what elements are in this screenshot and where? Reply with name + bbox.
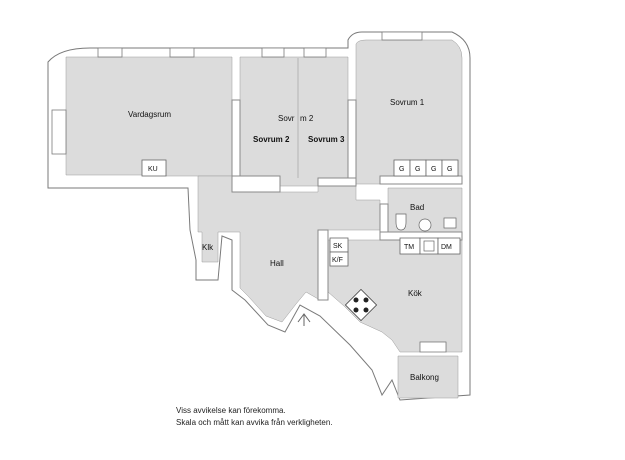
- stove-icon: [344, 288, 378, 322]
- label-dm: DM: [441, 244, 452, 251]
- label-sovrum-2: Sovrum 2: [253, 135, 290, 144]
- label-g-2: G: [415, 166, 420, 173]
- sink-icon: [423, 240, 435, 252]
- window: [261, 47, 285, 58]
- label-g-3: G: [431, 166, 436, 173]
- toilet-icon: [395, 213, 407, 231]
- label-ku: KU: [148, 166, 158, 173]
- wardrobes: [393, 159, 459, 177]
- disclaimer: Viss avvikelse kan förekomma. Skala och …: [176, 405, 333, 429]
- storage-units: [329, 237, 349, 267]
- window: [97, 47, 123, 58]
- washbasin-icon: [418, 218, 432, 232]
- label-sovrum-2-split-b: m 2: [300, 114, 314, 123]
- disclaimer-line-2: Skala och mått kan avvika från verklighe…: [176, 418, 333, 427]
- label-kok: Kök: [408, 289, 423, 298]
- entrance-arrow-icon: [297, 313, 311, 326]
- ku-box: [141, 159, 167, 177]
- window: [169, 47, 195, 58]
- room-kok: [327, 239, 463, 353]
- label-sk: SK: [333, 243, 343, 250]
- disclaimer-line-1: Viss avvikelse kan förekomma.: [176, 406, 286, 415]
- label-balkong: Balkong: [410, 373, 439, 382]
- label-vardagsrum: Vardagsrum: [128, 110, 171, 119]
- label-bad: Bad: [410, 203, 424, 212]
- label-sovrum-1: Sovrum 1: [390, 98, 425, 107]
- label-klk: Klk: [202, 243, 214, 252]
- label-g-4: G: [447, 166, 452, 173]
- label-sovrum-3: Sovrum 3: [308, 135, 345, 144]
- windows: [51, 31, 447, 353]
- floor-areas: [65, 39, 463, 399]
- window: [51, 109, 67, 155]
- window: [419, 341, 447, 353]
- label-hall: Hall: [270, 259, 284, 268]
- label-g-1: G: [399, 166, 404, 173]
- interior-walls: [231, 99, 463, 301]
- washer-icon: [443, 217, 457, 229]
- bathroom-fixtures: [395, 213, 457, 232]
- window: [303, 47, 327, 58]
- label-sovrum-2-split: Sovr: [278, 114, 295, 123]
- room-balkong: [397, 355, 459, 399]
- room-hall: [197, 175, 381, 323]
- label-tm: TM: [404, 244, 414, 251]
- room-sovrum-1: [355, 39, 463, 185]
- window: [381, 31, 423, 41]
- label-kf: K/F: [332, 257, 343, 264]
